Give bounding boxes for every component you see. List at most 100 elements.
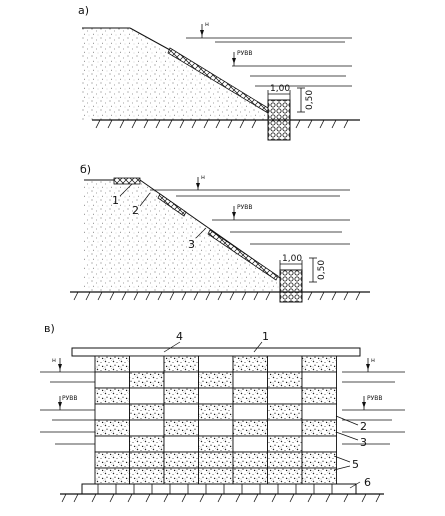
panel-a-embankment bbox=[82, 28, 270, 120]
wall-block bbox=[267, 419, 303, 437]
wall-block bbox=[267, 403, 303, 421]
panel-b-dim-width: 1,00 bbox=[282, 254, 302, 264]
panel-v-ground-hatching bbox=[61, 493, 381, 503]
panel-v-callout-2: 2 bbox=[360, 420, 367, 433]
panel-a-slope-line bbox=[129, 27, 171, 51]
wall-block bbox=[129, 355, 165, 373]
panel-v-callout-6: 6 bbox=[364, 476, 371, 489]
wall-block bbox=[301, 403, 337, 421]
wall-block bbox=[232, 355, 268, 373]
panel-v-design-level-marker-right: РУВВ bbox=[362, 395, 383, 410]
panel-b: б) н РУВВ bbox=[70, 163, 370, 303]
wall-block bbox=[129, 451, 165, 469]
panel-a-water-level-marker: н bbox=[200, 21, 209, 38]
panel-v-design-level-mark-left: РУВВ bbox=[62, 395, 78, 402]
panel-a-design-level-marker: РУВВ bbox=[232, 50, 253, 66]
wall-block bbox=[129, 371, 165, 389]
panel-b-callout-1: 1 bbox=[112, 194, 119, 207]
panel-b-water-lines bbox=[150, 189, 350, 245]
panel-v-top-slab bbox=[71, 347, 361, 357]
panel-v-callout-5: 5 bbox=[352, 458, 359, 471]
panel-v-water-level-marker-left: н bbox=[52, 357, 62, 372]
panel-a-dimensions bbox=[267, 87, 305, 113]
wall-block bbox=[94, 355, 130, 373]
wall-block bbox=[94, 467, 130, 485]
wall-block bbox=[301, 387, 337, 405]
panel-b-revetment-lower bbox=[207, 229, 279, 281]
wall-block bbox=[129, 403, 165, 421]
wall-block bbox=[301, 451, 337, 469]
panel-v-foundation bbox=[81, 483, 357, 495]
wall-block bbox=[232, 403, 268, 421]
panel-a-water-lines bbox=[186, 37, 352, 87]
wall-block bbox=[267, 451, 303, 469]
panel-b-water-level-marker: н bbox=[196, 174, 205, 190]
panel-v: в) н РУВВ bbox=[40, 322, 405, 503]
panel-a: а) н РУВВ bbox=[78, 4, 360, 141]
wall-block bbox=[163, 371, 199, 389]
panel-a-label: а) bbox=[78, 4, 89, 17]
wall-block bbox=[129, 419, 165, 437]
wall-block bbox=[94, 435, 130, 453]
panel-b-toe-gabion bbox=[279, 269, 303, 303]
panel-b-dimensions bbox=[279, 257, 317, 283]
wall-block bbox=[267, 387, 303, 405]
wall-block bbox=[129, 387, 165, 405]
panel-a-ground-hatching bbox=[95, 119, 349, 129]
wall-block bbox=[301, 371, 337, 389]
panel-b-water-level-mark: н bbox=[201, 174, 205, 181]
wall-block bbox=[232, 451, 268, 469]
panel-v-callout-3: 3 bbox=[360, 436, 367, 449]
panel-b-callout-3: 3 bbox=[188, 238, 195, 251]
panel-v-callout-1: 1 bbox=[262, 330, 269, 343]
panel-b-callout-leaders bbox=[119, 183, 207, 239]
wall-block bbox=[198, 387, 234, 405]
panel-b-ground-hatching bbox=[73, 291, 361, 301]
wall-block bbox=[163, 387, 199, 405]
panel-b-design-level-marker: РУВВ bbox=[232, 204, 253, 220]
wall-block bbox=[198, 435, 234, 453]
panel-v-design-level-mark-right: РУВВ bbox=[367, 395, 383, 402]
wall-block bbox=[301, 419, 337, 437]
wall-block bbox=[163, 355, 199, 373]
panel-b-design-level-mark: РУВВ bbox=[237, 204, 253, 211]
wall-block bbox=[198, 467, 234, 485]
wall-block bbox=[301, 355, 337, 373]
wall-block bbox=[163, 467, 199, 485]
panel-v-water-lines-left bbox=[40, 371, 95, 445]
panel-b-embankment bbox=[84, 180, 280, 292]
wall-block bbox=[129, 467, 165, 485]
wall-block bbox=[301, 467, 337, 485]
wall-block bbox=[232, 371, 268, 389]
panel-b-dim-height: 0,50 bbox=[317, 260, 327, 280]
panel-v-water-level-marker-right: н bbox=[366, 357, 375, 372]
wall-block bbox=[198, 403, 234, 421]
panel-v-water-lines-right bbox=[342, 371, 405, 445]
wall-block bbox=[198, 355, 234, 373]
wall-block bbox=[94, 451, 130, 469]
wall-block bbox=[198, 451, 234, 469]
panel-v-label: в) bbox=[44, 322, 55, 335]
wall-block bbox=[163, 435, 199, 453]
wall-block bbox=[163, 451, 199, 469]
panel-v-water-level-mark-left: н bbox=[52, 357, 56, 364]
wall-block bbox=[232, 467, 268, 485]
panel-v-water-level-mark-right: н bbox=[371, 357, 375, 364]
wall-block bbox=[267, 355, 303, 373]
panel-b-revetment-upper bbox=[157, 193, 187, 217]
wall-block bbox=[94, 371, 130, 389]
panel-a-design-level-mark: РУВВ bbox=[237, 50, 253, 57]
wall-block bbox=[94, 419, 130, 437]
wall-block bbox=[198, 371, 234, 389]
wall-block bbox=[198, 419, 234, 437]
panel-a-dim-width: 1,00 bbox=[270, 84, 290, 94]
panel-v-block-wall bbox=[94, 355, 337, 485]
wall-block bbox=[163, 419, 199, 437]
panel-b-callout-2: 2 bbox=[132, 204, 139, 217]
wall-block bbox=[129, 435, 165, 453]
panel-a-water-level-mark: н bbox=[205, 21, 209, 28]
wall-block bbox=[232, 419, 268, 437]
wall-block bbox=[232, 435, 268, 453]
panel-v-callout-4: 4 bbox=[176, 330, 183, 343]
